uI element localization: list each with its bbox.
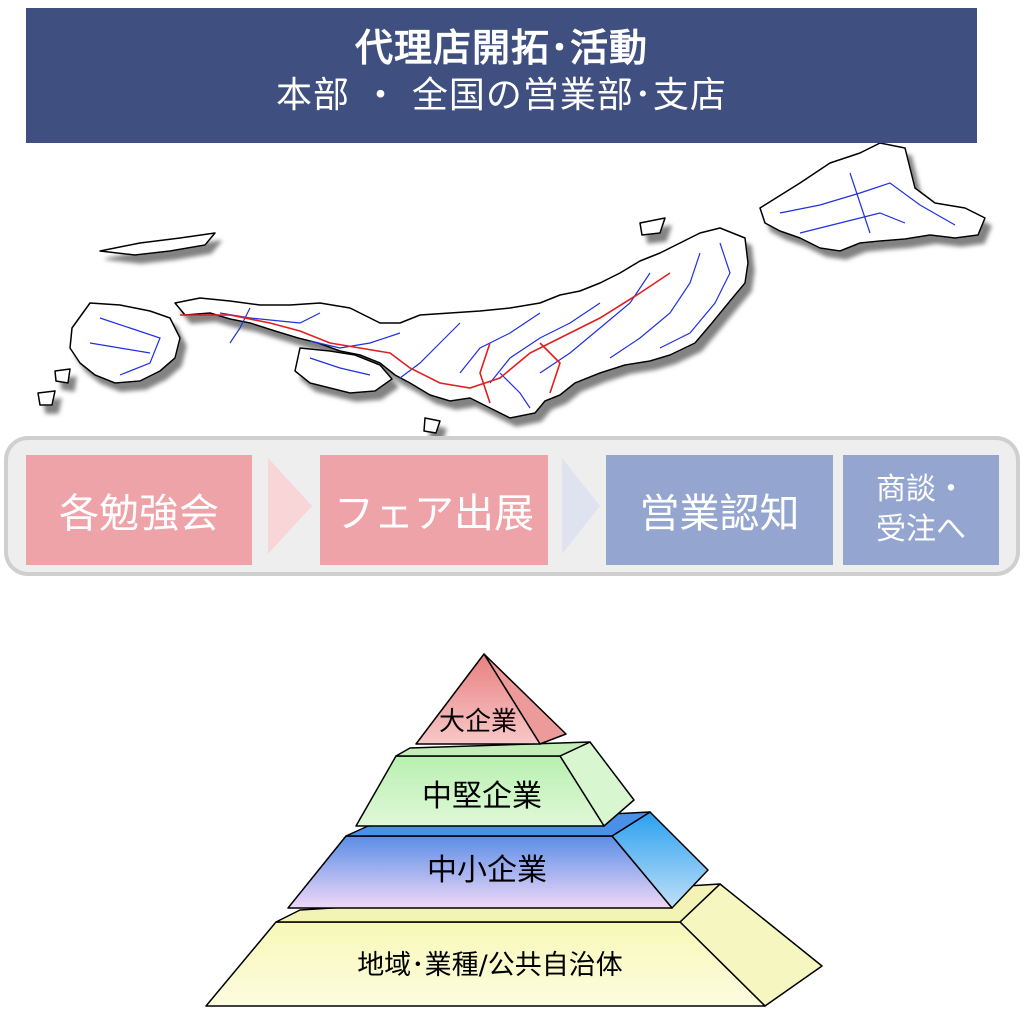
small-island [37,390,56,406]
japan-map [37,143,986,434]
tier-label-small: 中小企業 [427,853,547,888]
small-island [54,368,71,384]
step-label: フェア出展 [334,491,534,537]
step-label: 営業認知 [639,491,800,537]
shikoku-island [294,347,393,394]
tier-label-large: 大企業 [438,707,517,737]
step-study-sessions: 各勉強会 [26,455,252,565]
step-fair-exhibit: フェア出展 [320,455,548,565]
tier-top-front [415,653,541,745]
sado-island [639,217,666,236]
step-sales-awareness: 営業認知 [606,455,833,565]
header-banner: 代理店開拓･活動 本部 ・ 全国の営業部･支店 [26,8,977,143]
small-island [423,417,441,434]
honshu-island [174,227,749,419]
step-label: 商談・ 受注へ [876,472,966,547]
step-label: 各勉強会 [59,491,219,537]
arrow-2-icon [562,458,600,554]
tier-2-top [395,741,591,757]
tier-label-regional: 地域･業種/公共自治体 [357,950,623,981]
kyushu-island [69,302,181,384]
customer-pyramid [205,653,823,1007]
step-negotiation-orders: 商談・ 受注へ [843,455,999,565]
flow-arrows [268,458,600,554]
tier-label-mid: 中堅企業 [422,779,542,814]
arrow-1-icon [268,458,312,554]
hokkaido-island [759,143,986,252]
header-subtitle: 本部 ・ 全国の営業部･支店 [276,75,727,116]
header-title: 代理店開拓･活動 [354,26,648,70]
peninsula-edge [99,232,216,256]
